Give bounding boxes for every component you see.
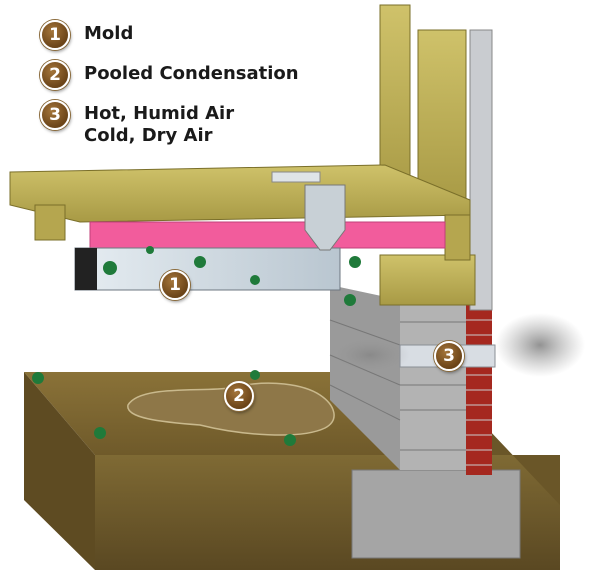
mold-patches-duct — [103, 246, 361, 306]
mold-patches-ground — [32, 370, 383, 446]
footing — [351, 469, 521, 559]
humid-air-smoke — [330, 313, 585, 377]
floor-structure — [9, 164, 476, 306]
legend-label: Mold — [84, 23, 134, 44]
marker-mold: 1 — [160, 270, 190, 300]
badge-3: 3 — [40, 100, 70, 130]
insulation — [89, 221, 446, 249]
hvac-duct — [74, 171, 346, 291]
legend-item-mold: 1 Mold — [40, 20, 133, 50]
legend-label-2: Cold, Dry Air — [84, 125, 213, 146]
brick-veneer — [466, 305, 492, 475]
legend-item-air: 3 Hot, Humid Air Cold, Dry Air — [40, 100, 234, 147]
legend-label: Pooled Condensation — [84, 63, 299, 84]
badge-1: 1 — [40, 20, 70, 50]
marker-pooled-condensation: 2 — [224, 381, 254, 411]
marker-air: 3 — [434, 341, 464, 371]
legend-item-pooled-condensation: 2 Pooled Condensation — [40, 60, 299, 90]
block-wall — [329, 285, 468, 470]
wall-framing — [379, 4, 493, 311]
badge-2: 2 — [40, 60, 70, 90]
legend-label: Hot, Humid Air — [84, 103, 235, 124]
